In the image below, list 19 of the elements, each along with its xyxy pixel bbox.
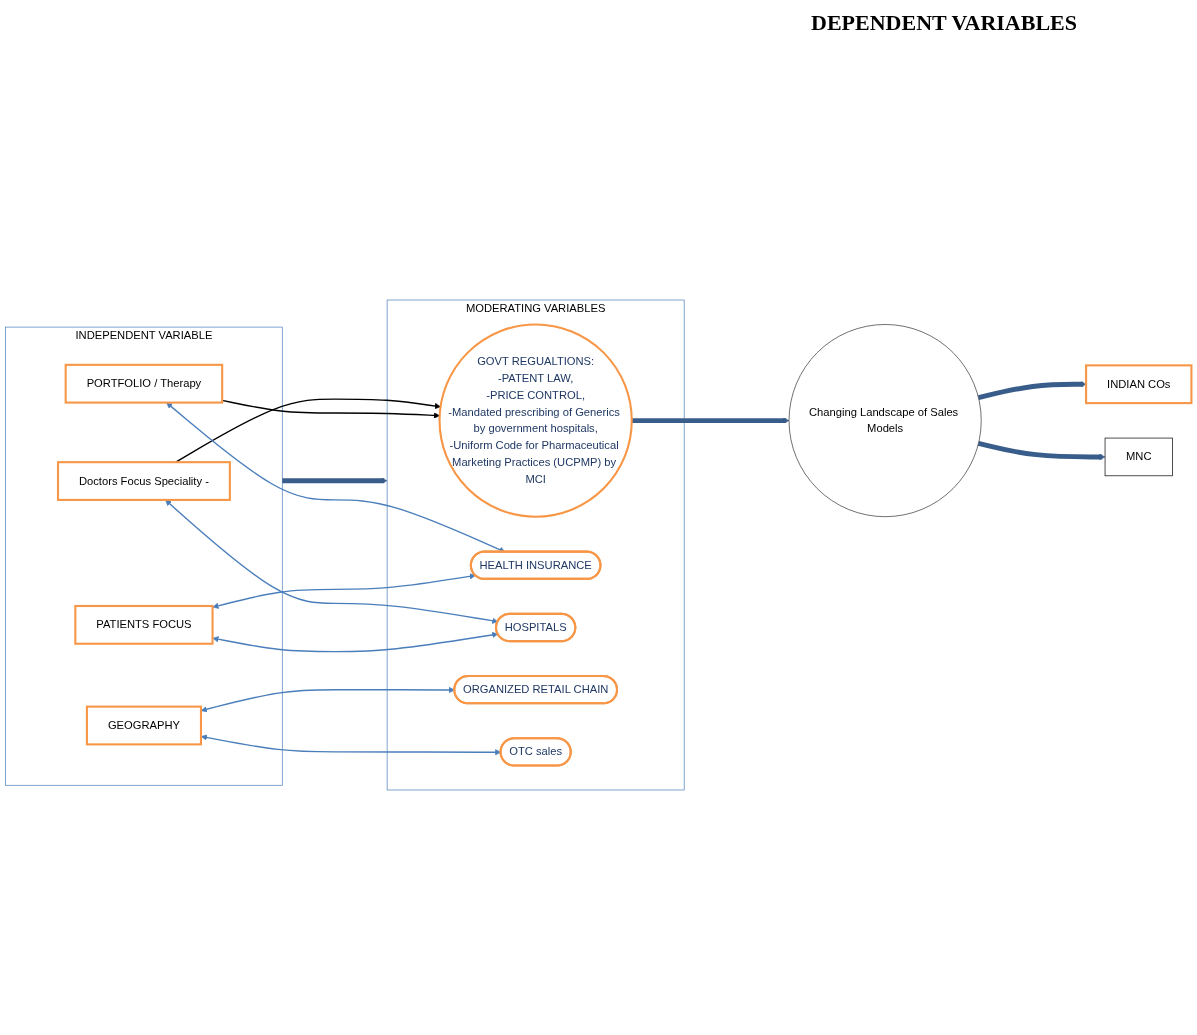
arrow bbox=[212, 573, 476, 609]
arrow bbox=[282, 477, 388, 484]
arrow bbox=[221, 399, 440, 419]
node-box: PORTFOLIO / Therapy bbox=[64, 363, 224, 404]
arrow bbox=[977, 381, 1087, 401]
arrow bbox=[175, 398, 441, 463]
node-circle: Changing Landscape of Sales Models bbox=[788, 324, 982, 518]
arrow bbox=[212, 631, 499, 653]
arrow bbox=[200, 686, 455, 713]
arrow bbox=[977, 441, 1106, 460]
node-circle: GOVT REGUALTIONS: -PATENT LAW, -PRICE CONTROL, -Mandated prescribing of Generics by government hospitals, -Uniform Code for Pharmaceutical Marketing Practices (UCPMP) by MCI bbox=[438, 323, 633, 518]
node-box: GEOGRAPHY bbox=[85, 705, 202, 746]
arrow bbox=[165, 499, 499, 624]
node-box: INDIAN COs bbox=[1085, 364, 1193, 405]
node-box: PATIENTS FOCUS bbox=[74, 604, 214, 645]
node-box: Doctors Focus Speciality - bbox=[56, 461, 231, 501]
column-heading: DEPENDENT VARIABLES bbox=[811, 10, 1077, 36]
arrow bbox=[631, 417, 790, 424]
node-box: MNC bbox=[1104, 437, 1173, 477]
